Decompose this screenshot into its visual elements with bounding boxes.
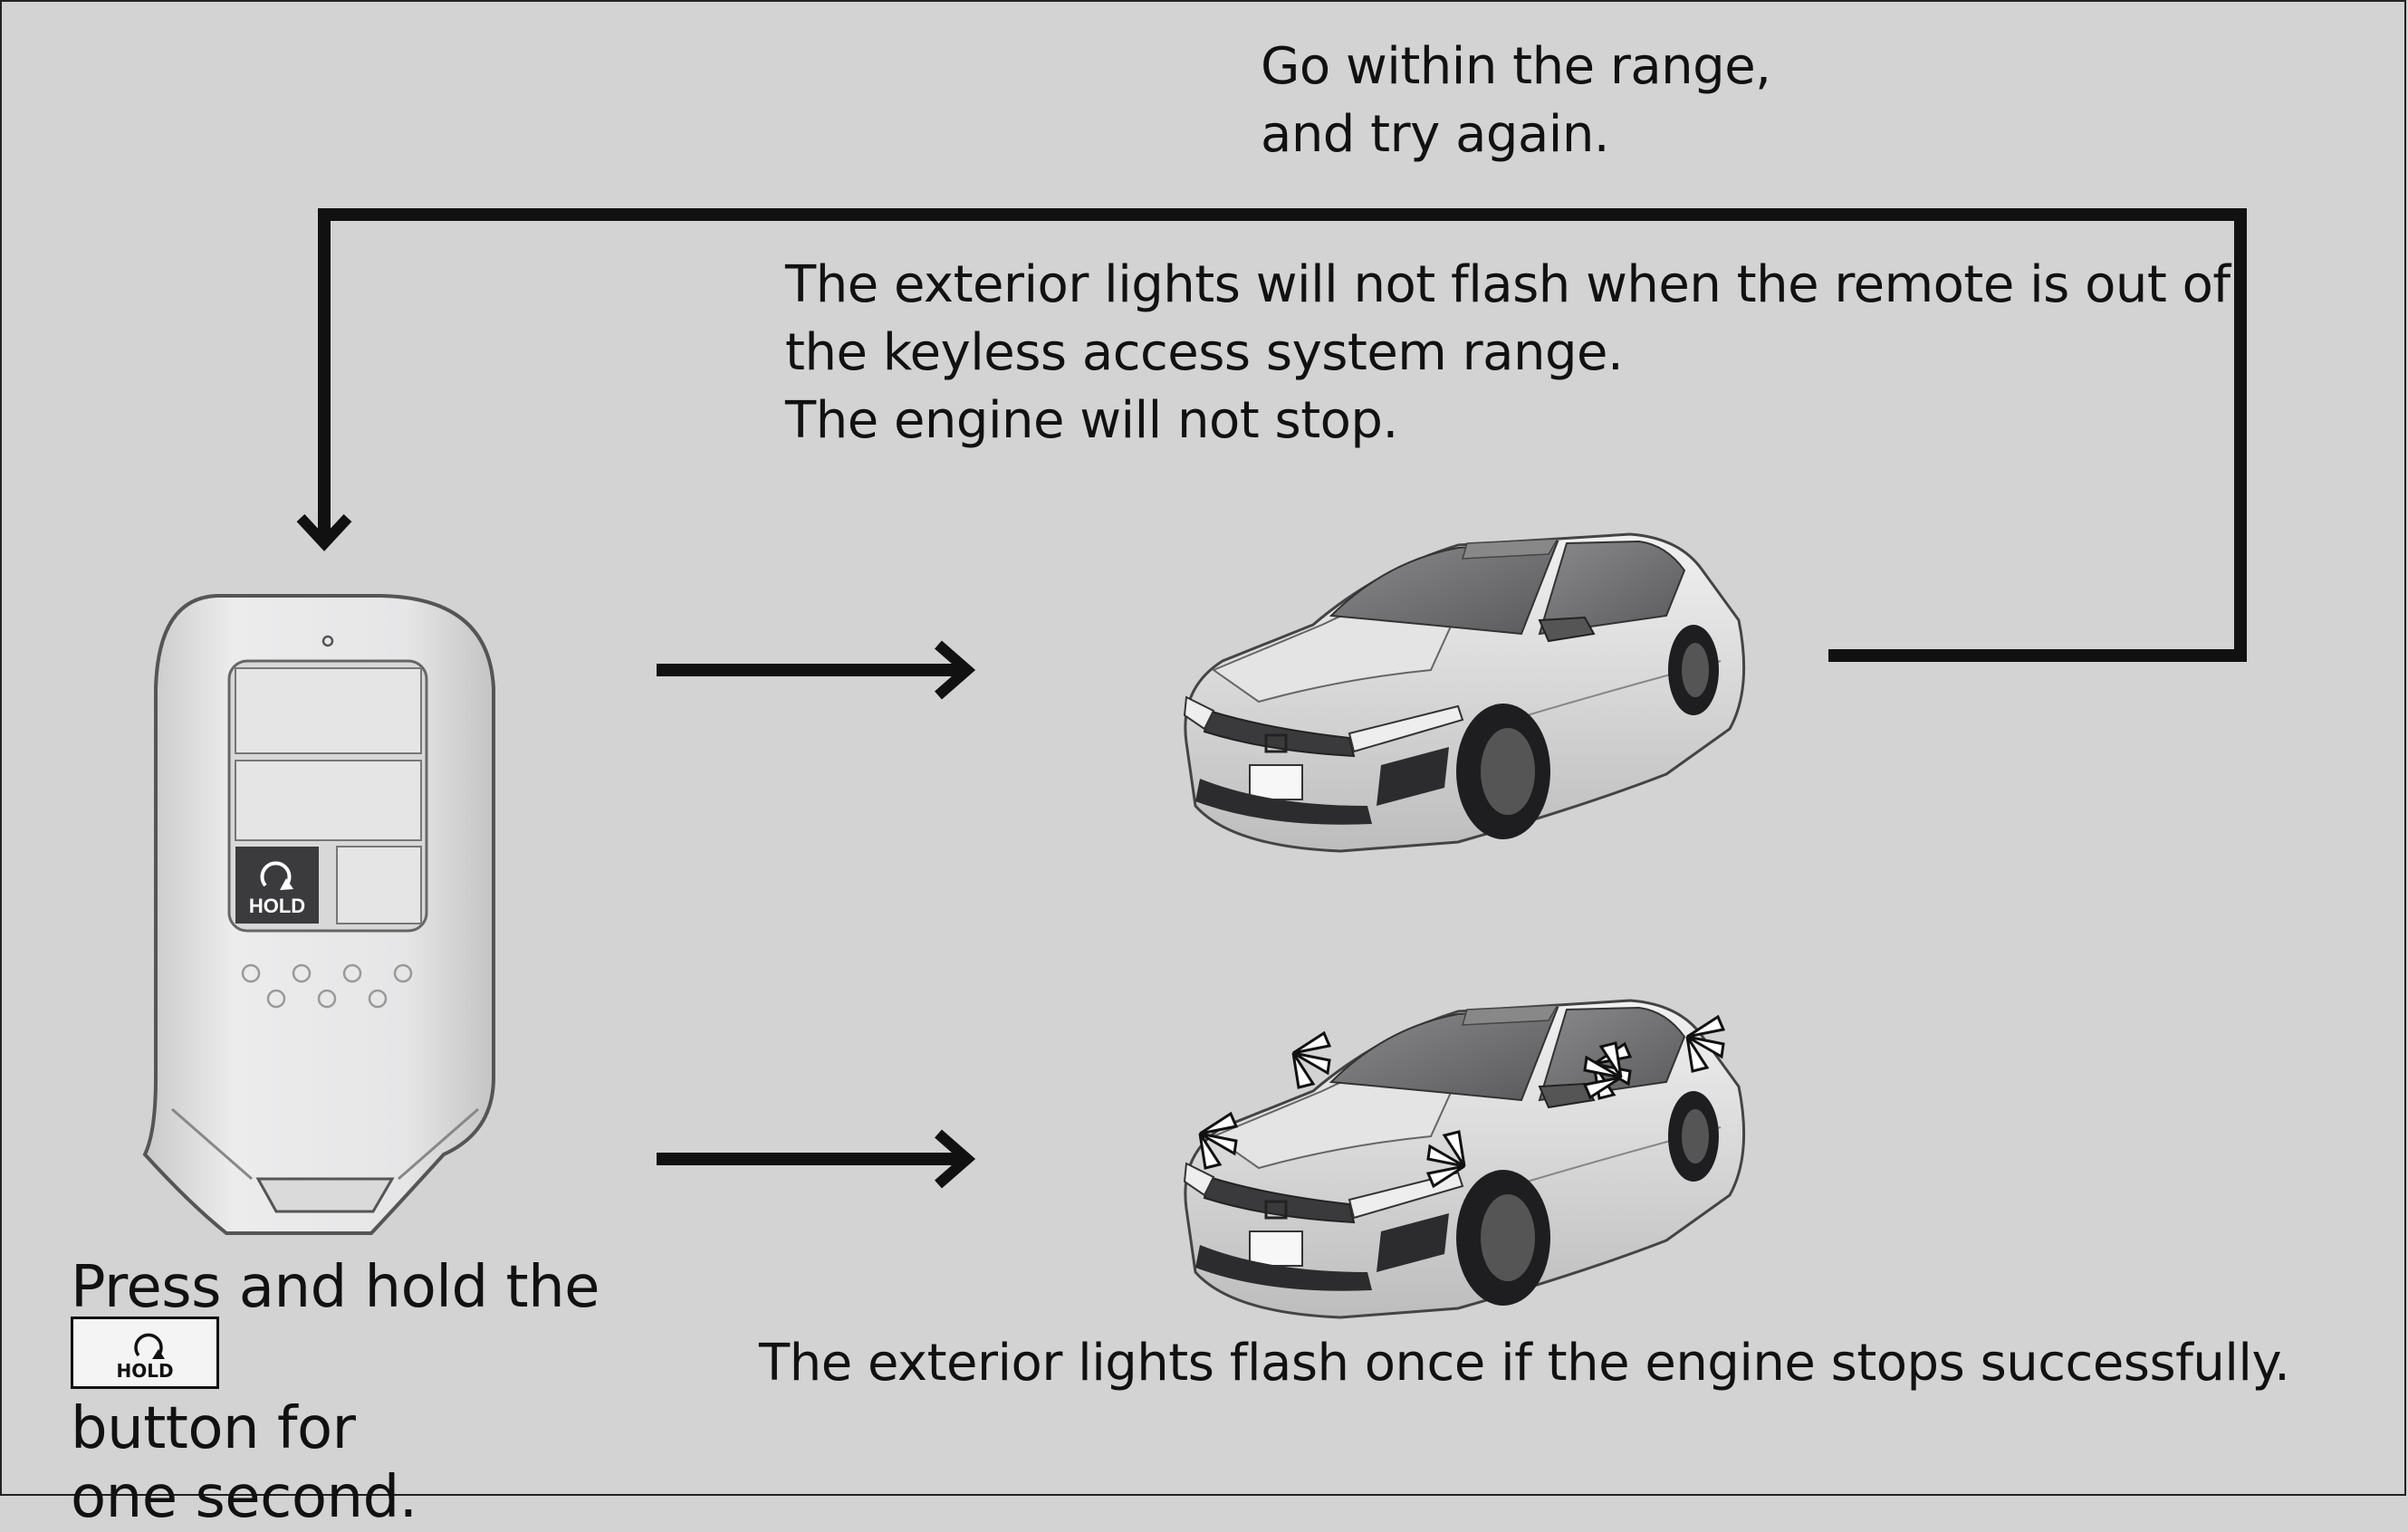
instruction: Press and hold the HOLD button for one se… (71, 1253, 600, 1532)
fob-rotate-arrow-icon (260, 861, 293, 890)
out-of-range-line3: The engine will not stop. (785, 391, 1398, 450)
fob-indicator-dots (241, 963, 413, 1009)
out-of-range-note: The exterior lights will not flash when … (785, 251, 2231, 455)
instruction-line3: one second. (71, 1464, 417, 1531)
loop-back-path (318, 208, 2247, 662)
inline-hold-label: HOLD (116, 1360, 174, 1382)
fob-hold-button[interactable] (235, 847, 319, 924)
car-out-of-range (1183, 532, 1746, 853)
retry-note-line2: and try again. (1261, 105, 1610, 164)
arrow-to-out-of-range (657, 640, 976, 700)
success-note: The exterior lights flash once if the en… (759, 1329, 2290, 1397)
loop-back-arrowhead (296, 513, 352, 551)
instruction-line2: button for (71, 1395, 356, 1462)
key-fob: HOLD (142, 594, 495, 1235)
fob-hold-label: HOLD (249, 895, 305, 917)
out-of-range-line1: The exterior lights will not flash when … (785, 255, 2231, 314)
retry-note: Go within the range, and try again. (1261, 33, 1771, 168)
diagram-frame (0, 0, 2406, 1496)
success-note-line1: The exterior lights flash once if the en… (759, 1334, 2290, 1393)
out-of-range-line2: the keyless access system range. (785, 323, 1624, 382)
retry-note-line1: Go within the range, (1261, 37, 1771, 96)
instruction-line2-row: HOLD button for (71, 1317, 600, 1463)
inline-hold-button-icon: HOLD (71, 1317, 219, 1389)
instruction-line1: Press and hold the (71, 1254, 600, 1321)
arrow-to-success (657, 1129, 976, 1189)
diagram-artwork: HOLD (142, 208, 2247, 1319)
